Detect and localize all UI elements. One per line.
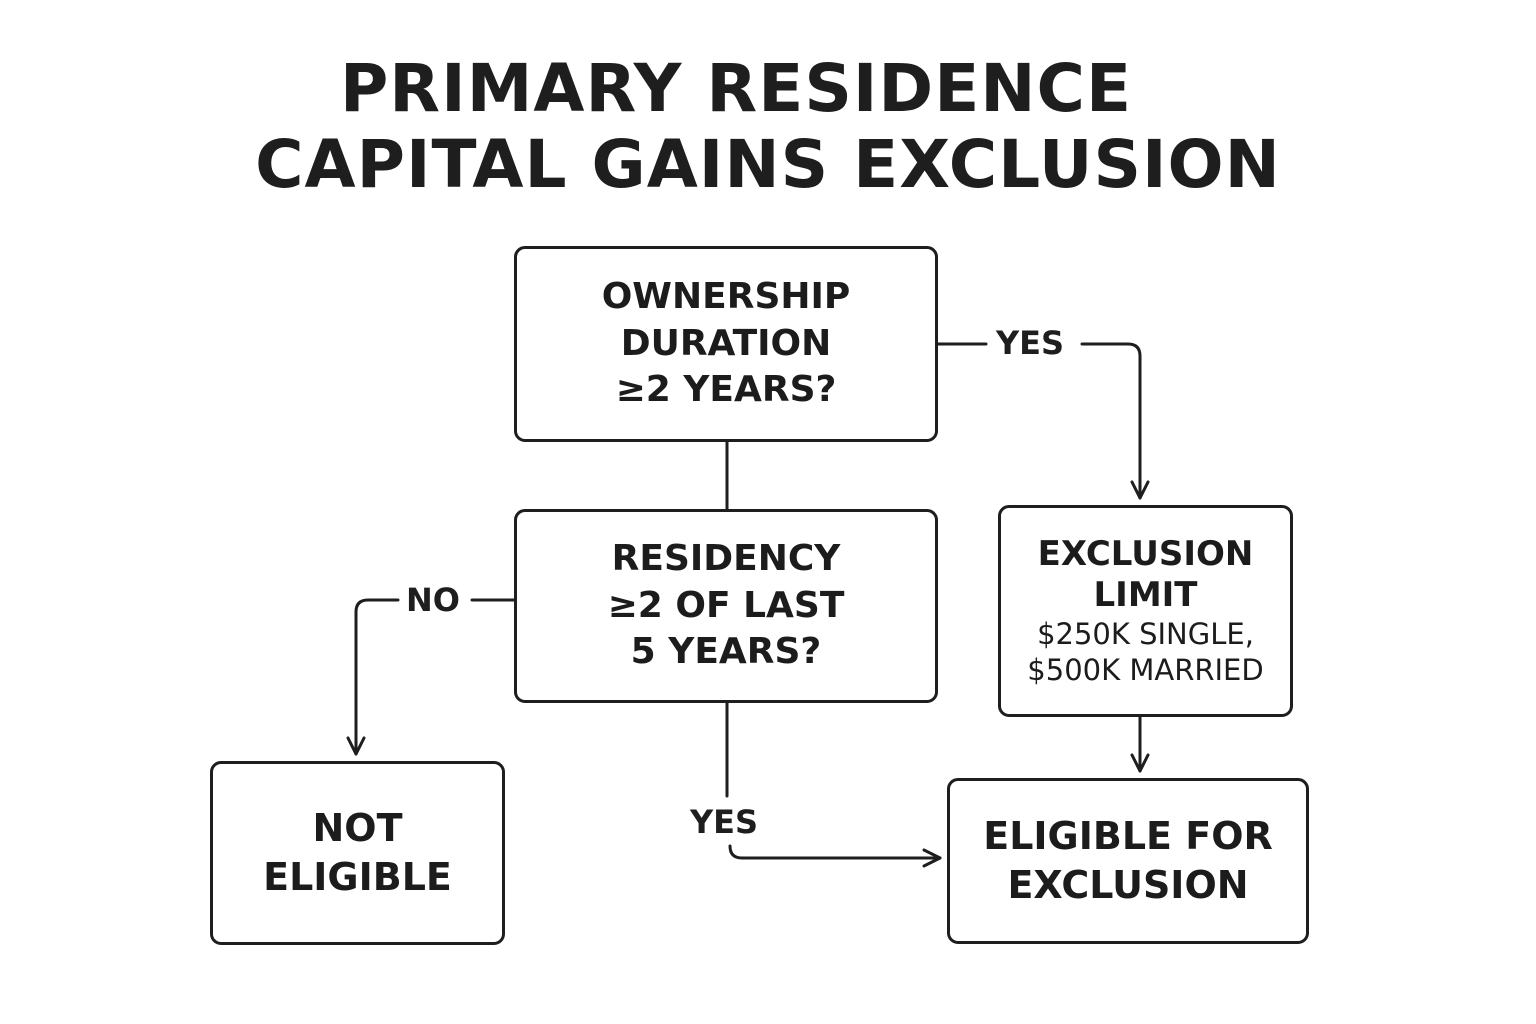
edge-label-yes: YES [996,324,1065,362]
node-text-line: ELIGIBLE [263,855,452,899]
node-text-line: OWNERSHIP [601,275,851,317]
node-text-line: NOT [312,805,403,850]
edge-ownership-to-limit [936,342,1140,498]
node-text-line: ≥2 OF LAST [607,584,845,626]
edge-residency-to-eligible [725,701,940,858]
edge-label-yes: YES [690,803,759,841]
outcome-node-eligible: ELIGIBLE FOR EXCLUSION [947,778,1309,944]
edge-residency-to-not-eligible [356,598,516,754]
node-text-line: RESIDENCY [611,537,841,579]
node-text-line: EXCLUSION [1037,533,1254,574]
node-text-line: DURATION [620,322,832,364]
info-node-exclusion-limit: EXCLUSION LIMIT $250K SINGLE, $500K MARR… [998,505,1293,717]
node-text-line: ≥2 YEARS? [615,369,837,411]
node-text-line: 5 YEARS? [630,631,822,673]
outcome-node-not-eligible: NOT ELIGIBLE [210,761,505,945]
node-detail-line: $500K MARRIED [1027,652,1264,687]
diagram-title-line-2: CAPITAL GAINS EXCLUSION [255,126,1281,203]
node-text-line: ELIGIBLE FOR [983,813,1273,858]
node-text-line: EXCLUSION [1007,863,1249,907]
decision-node-residency: RESIDENCY ≥2 OF LAST 5 YEARS? [514,509,938,703]
decision-node-ownership-duration: OWNERSHIP DURATION ≥2 YEARS? [514,246,938,442]
edge-label-no: NO [406,581,460,619]
node-text-line: LIMIT [1093,574,1198,615]
node-detail-line: $250K SINGLE, [1037,616,1254,651]
diagram-title-line-1: PRIMARY RESIDENCE [339,50,1133,127]
